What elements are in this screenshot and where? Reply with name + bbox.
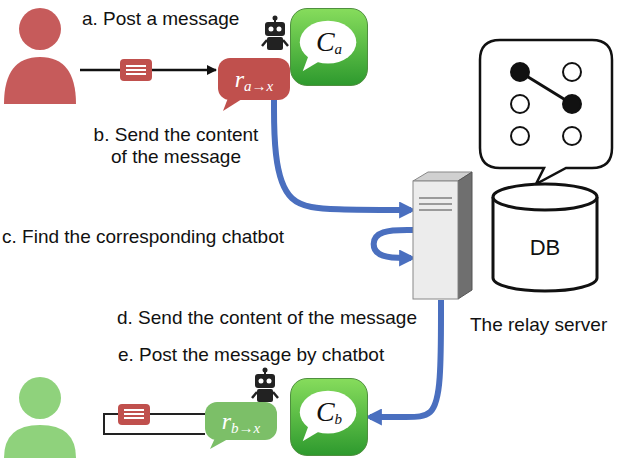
step-label: b. Send the content of the message	[90, 124, 262, 168]
message-icon	[126, 65, 146, 67]
server-box	[413, 172, 473, 300]
message-icon	[120, 59, 152, 81]
message-bubble: ra→x	[218, 58, 290, 100]
db-thought-bubble	[480, 40, 612, 184]
message-icon	[118, 404, 150, 425]
server-box	[458, 172, 472, 299]
subscript-text: b	[335, 411, 343, 428]
step-label: d. Send the content of the message	[117, 307, 417, 329]
server-box	[413, 181, 458, 299]
chat-bubble-glyph	[303, 426, 321, 442]
app-icon: Ca	[290, 8, 368, 86]
delivery-bracket	[150, 413, 205, 415]
db-thought-bubble	[511, 95, 529, 113]
receiver-person	[4, 377, 76, 458]
symbol-text: r	[235, 66, 244, 93]
database-cylinder: DB	[490, 182, 600, 294]
symbol-text: r	[222, 408, 231, 435]
chatbot-robot	[262, 16, 288, 51]
chatbot-robot	[262, 16, 288, 51]
symbol-text: C	[316, 26, 335, 58]
message-icon	[124, 417, 144, 419]
server-box	[419, 203, 452, 205]
message-icon	[124, 409, 144, 411]
subscript-text: a→x	[244, 78, 273, 95]
db-thought-bubble	[511, 63, 529, 81]
database-cylinder	[493, 184, 597, 210]
chatbot-robot	[252, 368, 278, 403]
receiver-person	[19, 377, 61, 419]
message-icon	[126, 69, 146, 71]
db-thought-bubble	[480, 40, 612, 184]
db-label: DB	[530, 235, 561, 261]
step-label: c. Find the corresponding chatbot	[2, 226, 284, 248]
receiver-person	[4, 425, 76, 458]
db-thought-bubble	[563, 127, 581, 145]
sender-person	[4, 8, 76, 104]
subscript-text: a	[335, 41, 343, 58]
db-thought-bubble	[511, 127, 529, 145]
relay-server: The relay server	[413, 172, 473, 300]
flow-arrow	[274, 100, 411, 210]
step-label: a. Post a message	[82, 8, 239, 30]
message-icon	[118, 404, 150, 425]
symbol-text: C	[316, 396, 335, 428]
server-box	[419, 197, 452, 199]
chatbot-robot	[252, 368, 278, 403]
message-icon	[126, 73, 146, 75]
db-thought-bubble	[563, 63, 581, 81]
sender-person	[19, 8, 61, 50]
subscript-text: b→x	[231, 420, 260, 437]
sender-person	[4, 57, 76, 104]
message-bubble: rb→x	[205, 402, 277, 440]
server-label: The relay server	[470, 314, 607, 336]
chat-bubble-glyph	[303, 56, 321, 72]
db-thought-bubble	[563, 95, 581, 113]
app-icon: Cb	[290, 378, 368, 456]
flow-arrow	[374, 230, 413, 258]
server-box	[419, 209, 452, 211]
message-icon	[124, 413, 144, 415]
step-label: e. Post the message by chatbot	[118, 344, 384, 366]
message-icon	[120, 59, 152, 81]
